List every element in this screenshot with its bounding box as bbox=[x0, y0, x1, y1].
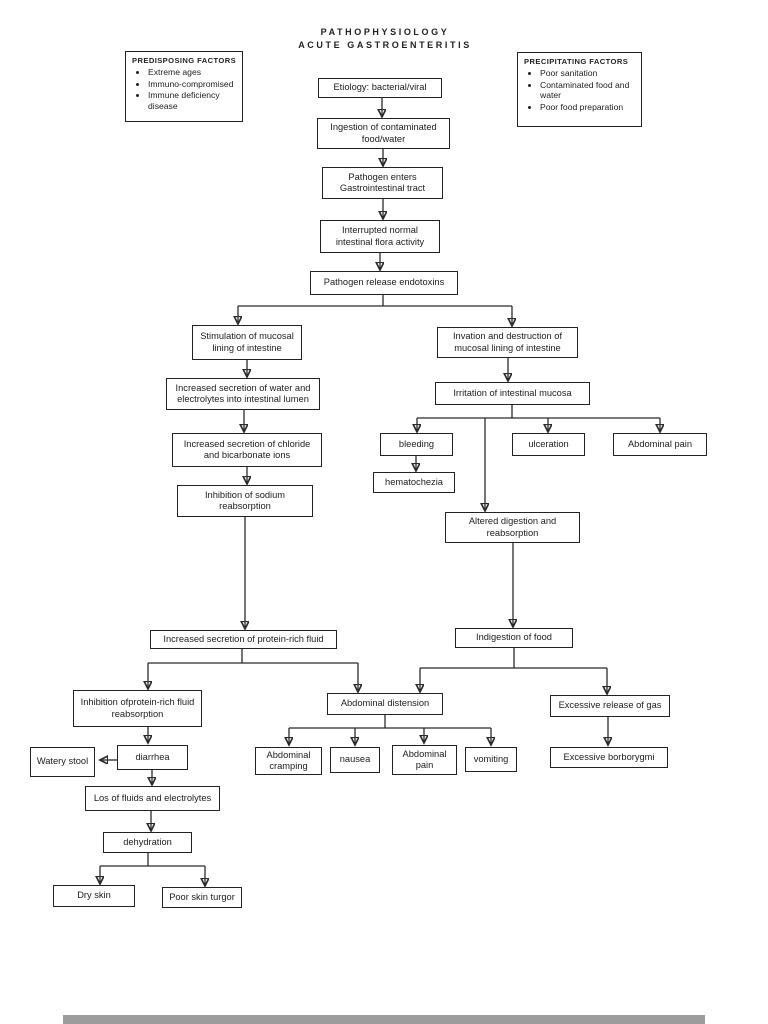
connector-lines bbox=[100, 98, 660, 885]
predisposing-item: Immune deficiency disease bbox=[148, 90, 237, 111]
node-ingestion: Ingestion of contaminated food/water bbox=[317, 118, 450, 149]
predisposing-factors-panel: PREDISPOSING FACTORS Extreme ages Immuno… bbox=[125, 51, 243, 122]
precipitating-item: Poor sanitation bbox=[540, 68, 636, 79]
precipitating-item: Poor food preparation bbox=[540, 102, 636, 113]
node-loss-of-fluids: Los of fluids and electrolytes bbox=[85, 786, 220, 811]
node-excessive-gas: Excessive release of gas bbox=[550, 695, 670, 717]
precipitating-factors-panel: PRECIPITATING FACTORS Poor sanitation Co… bbox=[517, 52, 642, 127]
node-dry-skin: Dry skin bbox=[53, 885, 135, 907]
node-altered-digestion: Altered digestion and reabsorption bbox=[445, 512, 580, 543]
node-watery-stool: Watery stool bbox=[30, 747, 95, 777]
node-hematochezia: hematochezia bbox=[373, 472, 455, 493]
node-inhibition-sodium: Inhibition of sodium reabsorption bbox=[177, 485, 313, 517]
node-indigestion-of-food: Indigestion of food bbox=[455, 628, 573, 648]
node-release-endotoxins: Pathogen release endotoxins bbox=[310, 271, 458, 295]
page-title: PATHOPHYSIOLOGY ACUTE GASTROENTERITIS bbox=[279, 26, 491, 52]
node-irritation-mucosa: Irritation of intestinal mucosa bbox=[435, 382, 590, 405]
node-diarrhea: diarrhea bbox=[117, 745, 188, 770]
page-title-line1: PATHOPHYSIOLOGY bbox=[320, 27, 450, 37]
node-increased-water: Increased secretion of water and electro… bbox=[166, 378, 320, 410]
node-inhibition-protein: Inhibition ofprotein-rich fluid reabsorp… bbox=[73, 690, 202, 727]
node-abdominal-pain-right: Abdominal pain bbox=[613, 433, 707, 456]
node-pathogen-enters: Pathogen enters Gastrointestinal tract bbox=[322, 167, 443, 199]
page-title-line2: ACUTE GASTROENTERITIS bbox=[298, 40, 472, 50]
node-interrupted-flora: Interrupted normal intestinal flora acti… bbox=[320, 220, 440, 253]
node-increased-chloride: Increased secretion of chloride and bica… bbox=[172, 433, 322, 467]
precipitating-list: Poor sanitation Contaminated food and wa… bbox=[523, 68, 636, 112]
node-excessive-borborygmi: Excessive borborygmi bbox=[550, 747, 668, 768]
node-abdominal-pain-bottom: Abdominal pain bbox=[392, 745, 457, 775]
node-stimulation-mucosa: Stimulation of mucosal lining of intesti… bbox=[192, 325, 302, 360]
node-invation-destruction: Invation and destruction of mucosal lini… bbox=[437, 327, 578, 358]
node-etiology: Etiology: bacterial/viral bbox=[318, 78, 442, 98]
predisposing-heading: PREDISPOSING FACTORS bbox=[132, 56, 237, 65]
predisposing-item: Immuno-compromised bbox=[148, 79, 237, 90]
precipitating-heading: PRECIPITATING FACTORS bbox=[524, 57, 629, 66]
node-abdominal-distension: Abdominal distension bbox=[327, 693, 443, 715]
node-abdominal-cramping: Abdominal cramping bbox=[255, 747, 322, 775]
node-nausea: nausea bbox=[330, 747, 380, 773]
node-bleeding: bleeding bbox=[380, 433, 453, 456]
node-dehydration: dehydration bbox=[103, 832, 192, 853]
precipitating-item: Contaminated food and water bbox=[540, 80, 636, 101]
page-bottom-gap bbox=[63, 1015, 705, 1024]
predisposing-item: Extreme ages bbox=[148, 67, 237, 78]
node-protein-rich-fluid: Increased secretion of protein-rich flui… bbox=[150, 630, 337, 649]
predisposing-list: Extreme ages Immuno-compromised Immune d… bbox=[131, 67, 237, 111]
node-poor-skin-turgor: Poor skin turgor bbox=[162, 887, 242, 908]
node-vomiting: vomiting bbox=[465, 747, 517, 772]
node-ulceration: ulceration bbox=[512, 433, 585, 456]
